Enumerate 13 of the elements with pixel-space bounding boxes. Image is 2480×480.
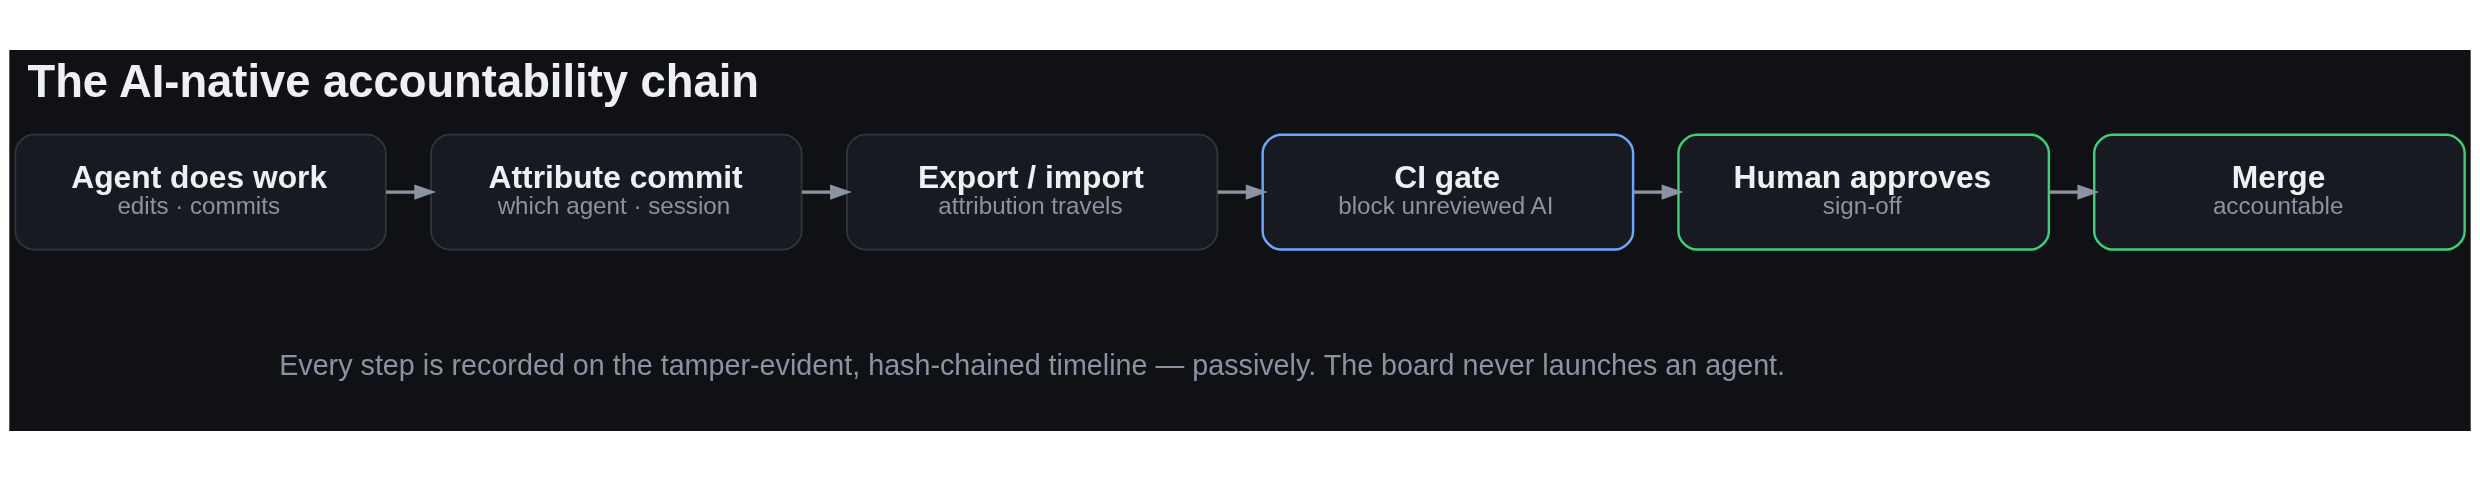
arrow (2049, 184, 2100, 200)
node-box: Human approves sign-off (1677, 132, 2051, 251)
node-box: CI gate block unreviewed AI (1261, 132, 1635, 251)
node-box: Merge accountable (2093, 132, 2466, 251)
arrow (801, 184, 852, 200)
label: Every step is recorded on the tamper-evident, hash-chained timeline — passively. The board never launches an agent. (279, 348, 1786, 381)
node-box: Agent does work edits · commits (14, 133, 387, 250)
arrow (386, 184, 437, 200)
diagram-title: The AI-native accountability chain (27, 55, 759, 107)
node-box: Attribute commit which agent · session (430, 133, 803, 250)
node-box: Export / import attribution travels (846, 133, 1219, 250)
arrow (1633, 184, 1684, 200)
arrow (1217, 184, 1268, 200)
